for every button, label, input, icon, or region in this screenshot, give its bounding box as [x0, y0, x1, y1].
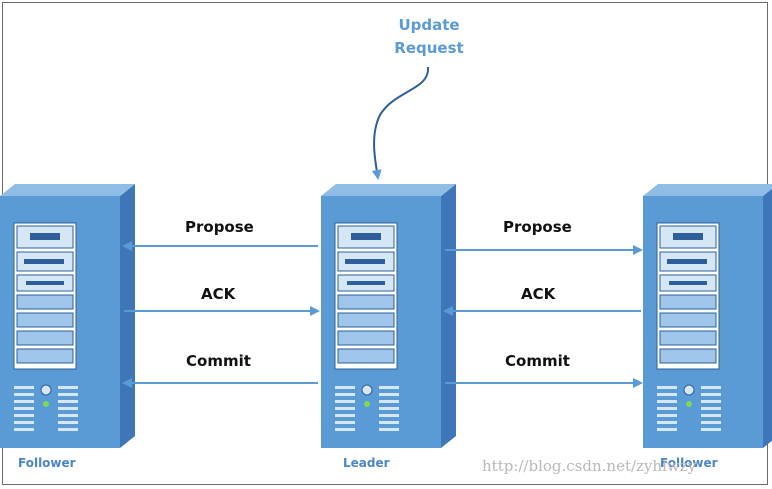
watermark: http://blog.csdn.net/zyhlwzy: [482, 457, 697, 475]
server-left: [0, 183, 136, 449]
server-right: [642, 183, 772, 449]
update-request-arrow: [371, 66, 430, 180]
commit-label-left: Commit: [186, 352, 251, 370]
leader-label: Leader: [343, 456, 390, 470]
update-request-line1: Update: [398, 16, 460, 34]
ack-label-right: ACK: [521, 285, 556, 303]
propose-label-left: Propose: [185, 218, 254, 236]
update-request-label: Update Request: [386, 14, 472, 60]
follower-label-right: Follower: [660, 456, 718, 470]
commit-label-right: Commit: [505, 352, 570, 370]
update-request-line2: Request: [394, 39, 464, 57]
propose-label-right: Propose: [503, 218, 572, 236]
follower-label-left: Follower: [18, 456, 76, 470]
server-center: [320, 183, 457, 449]
ack-label-left: ACK: [201, 285, 236, 303]
